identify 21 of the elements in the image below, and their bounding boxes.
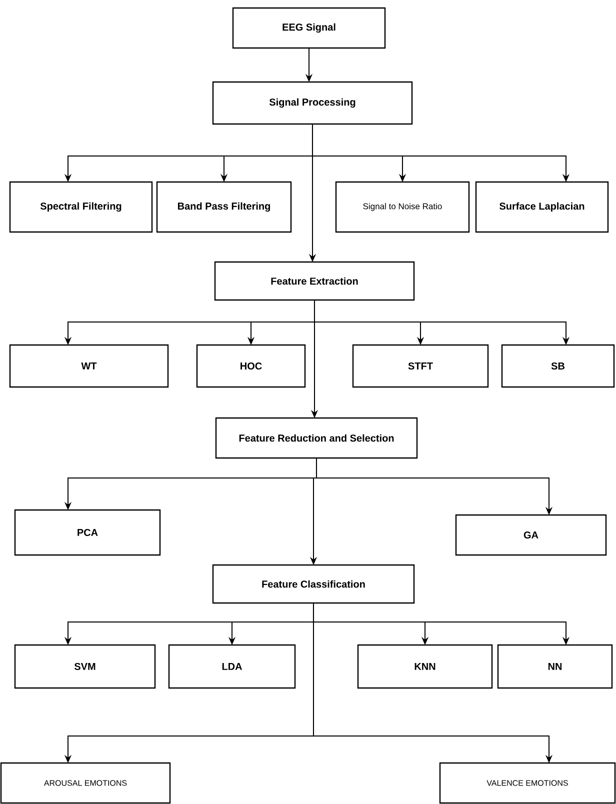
- process-box: SVM: [14, 644, 156, 689]
- process-box: Band Pass Filtering: [156, 181, 292, 233]
- process-box: WT: [9, 344, 169, 388]
- process-box: AROUSAL EMOTIONS: [0, 762, 171, 804]
- process-box: Signal to Noise Ratio: [335, 181, 470, 233]
- process-box: Spectral Filtering: [9, 181, 153, 233]
- process-box: KNN: [357, 644, 493, 689]
- process-box: STFT: [352, 344, 489, 388]
- process-box: SB: [501, 344, 615, 388]
- process-box: Signal Processing: [212, 81, 413, 125]
- process-box: VALENCE EMOTIONS: [439, 762, 616, 804]
- process-box: Feature Extraction: [214, 261, 415, 301]
- process-box: HOC: [196, 344, 306, 388]
- process-box: EEG Signal: [232, 7, 386, 49]
- process-box: Feature Classification: [212, 564, 415, 604]
- process-box: Surface Laplacian: [475, 181, 609, 233]
- process-box: GA: [455, 514, 607, 556]
- process-box: Feature Reduction and Selection: [215, 417, 418, 459]
- process-box: NN: [497, 644, 613, 689]
- process-box: LDA: [168, 644, 296, 689]
- process-box: PCA: [14, 509, 161, 556]
